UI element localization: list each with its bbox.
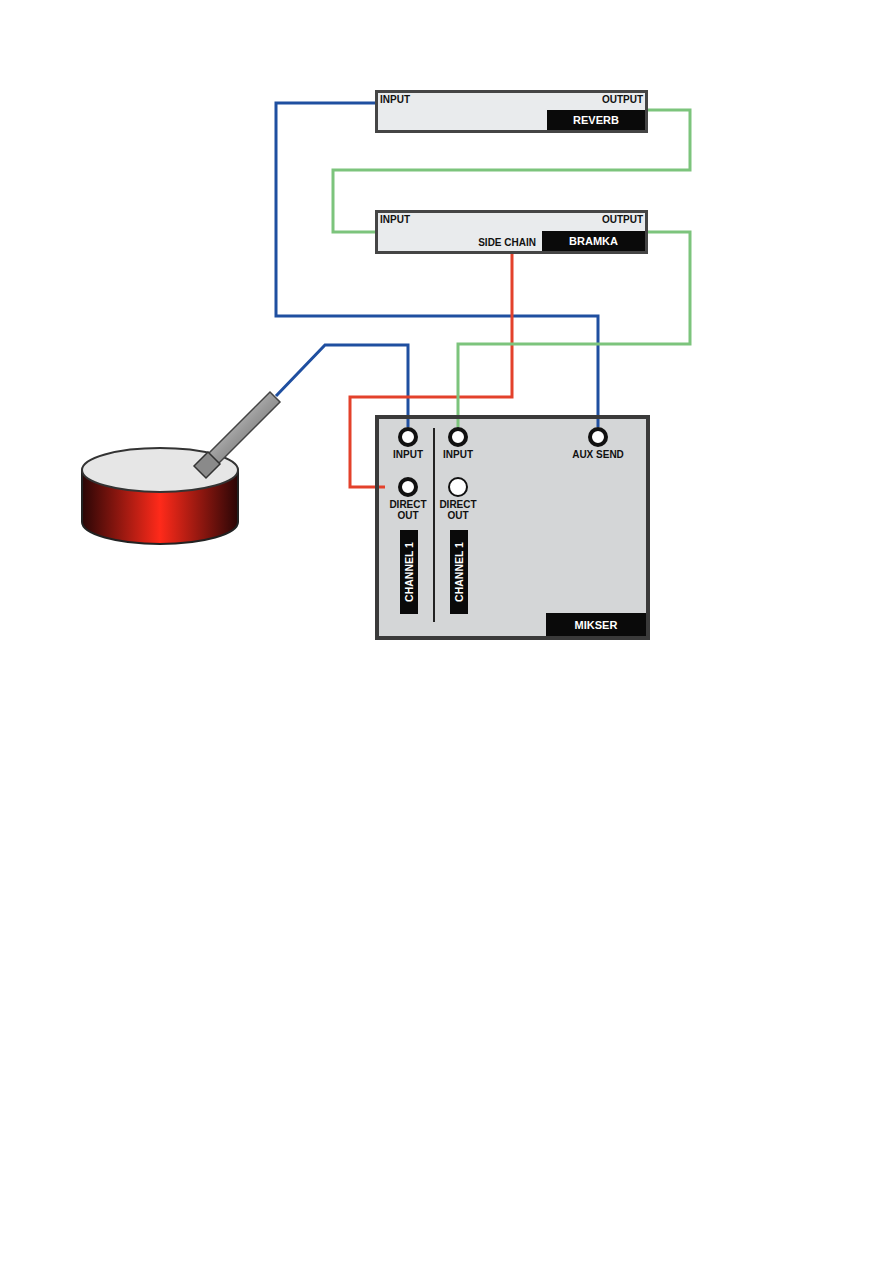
jack-socket: AUX SEND bbox=[568, 427, 628, 461]
port-label: INPUT bbox=[380, 95, 410, 105]
jack-circle bbox=[448, 427, 468, 447]
channel-text: CHANNEL 1 bbox=[403, 542, 415, 602]
drum bbox=[82, 448, 238, 544]
jack-label: INPUT bbox=[386, 450, 430, 461]
device-box: INPUT OUTPUT REVERB bbox=[375, 90, 648, 133]
channel-text: CHANNEL 1 bbox=[453, 542, 465, 602]
jack-socket: DIRECT OUT bbox=[435, 477, 481, 521]
jack-label: DIRECT OUT bbox=[435, 500, 481, 521]
port-label: INPUT bbox=[380, 215, 410, 225]
device-box: INPUT OUTPUT SIDE CHAIN BRAMKA bbox=[375, 210, 648, 254]
device-name: MIKSER bbox=[546, 613, 646, 636]
channel-label: CHANNEL 1 bbox=[400, 530, 418, 614]
jack-label: AUX SEND bbox=[568, 450, 628, 461]
cable bbox=[458, 232, 690, 427]
cable bbox=[276, 103, 598, 427]
jack-socket: INPUT bbox=[436, 427, 480, 461]
device-name: REVERB bbox=[547, 110, 645, 130]
jack-circle bbox=[398, 427, 418, 447]
jack-socket: DIRECT OUT bbox=[385, 477, 431, 521]
device-name: BRAMKA bbox=[542, 231, 645, 251]
jack-circle bbox=[448, 477, 468, 497]
jack-label: INPUT bbox=[436, 450, 480, 461]
jack-socket: INPUT bbox=[386, 427, 430, 461]
jack-label: DIRECT OUT bbox=[385, 500, 431, 521]
channel-label: CHANNEL 1 bbox=[450, 530, 468, 614]
port-label: OUTPUT bbox=[602, 95, 643, 105]
channel-divider bbox=[433, 428, 435, 622]
port-label: OUTPUT bbox=[602, 215, 643, 225]
port-label: SIDE CHAIN bbox=[478, 238, 536, 248]
jack-circle bbox=[588, 427, 608, 447]
mixer-box: MIKSER INPUT DIRECT OUT CHANNEL 1 INPUT DIREC… bbox=[375, 415, 650, 640]
jack-circle bbox=[398, 477, 418, 497]
